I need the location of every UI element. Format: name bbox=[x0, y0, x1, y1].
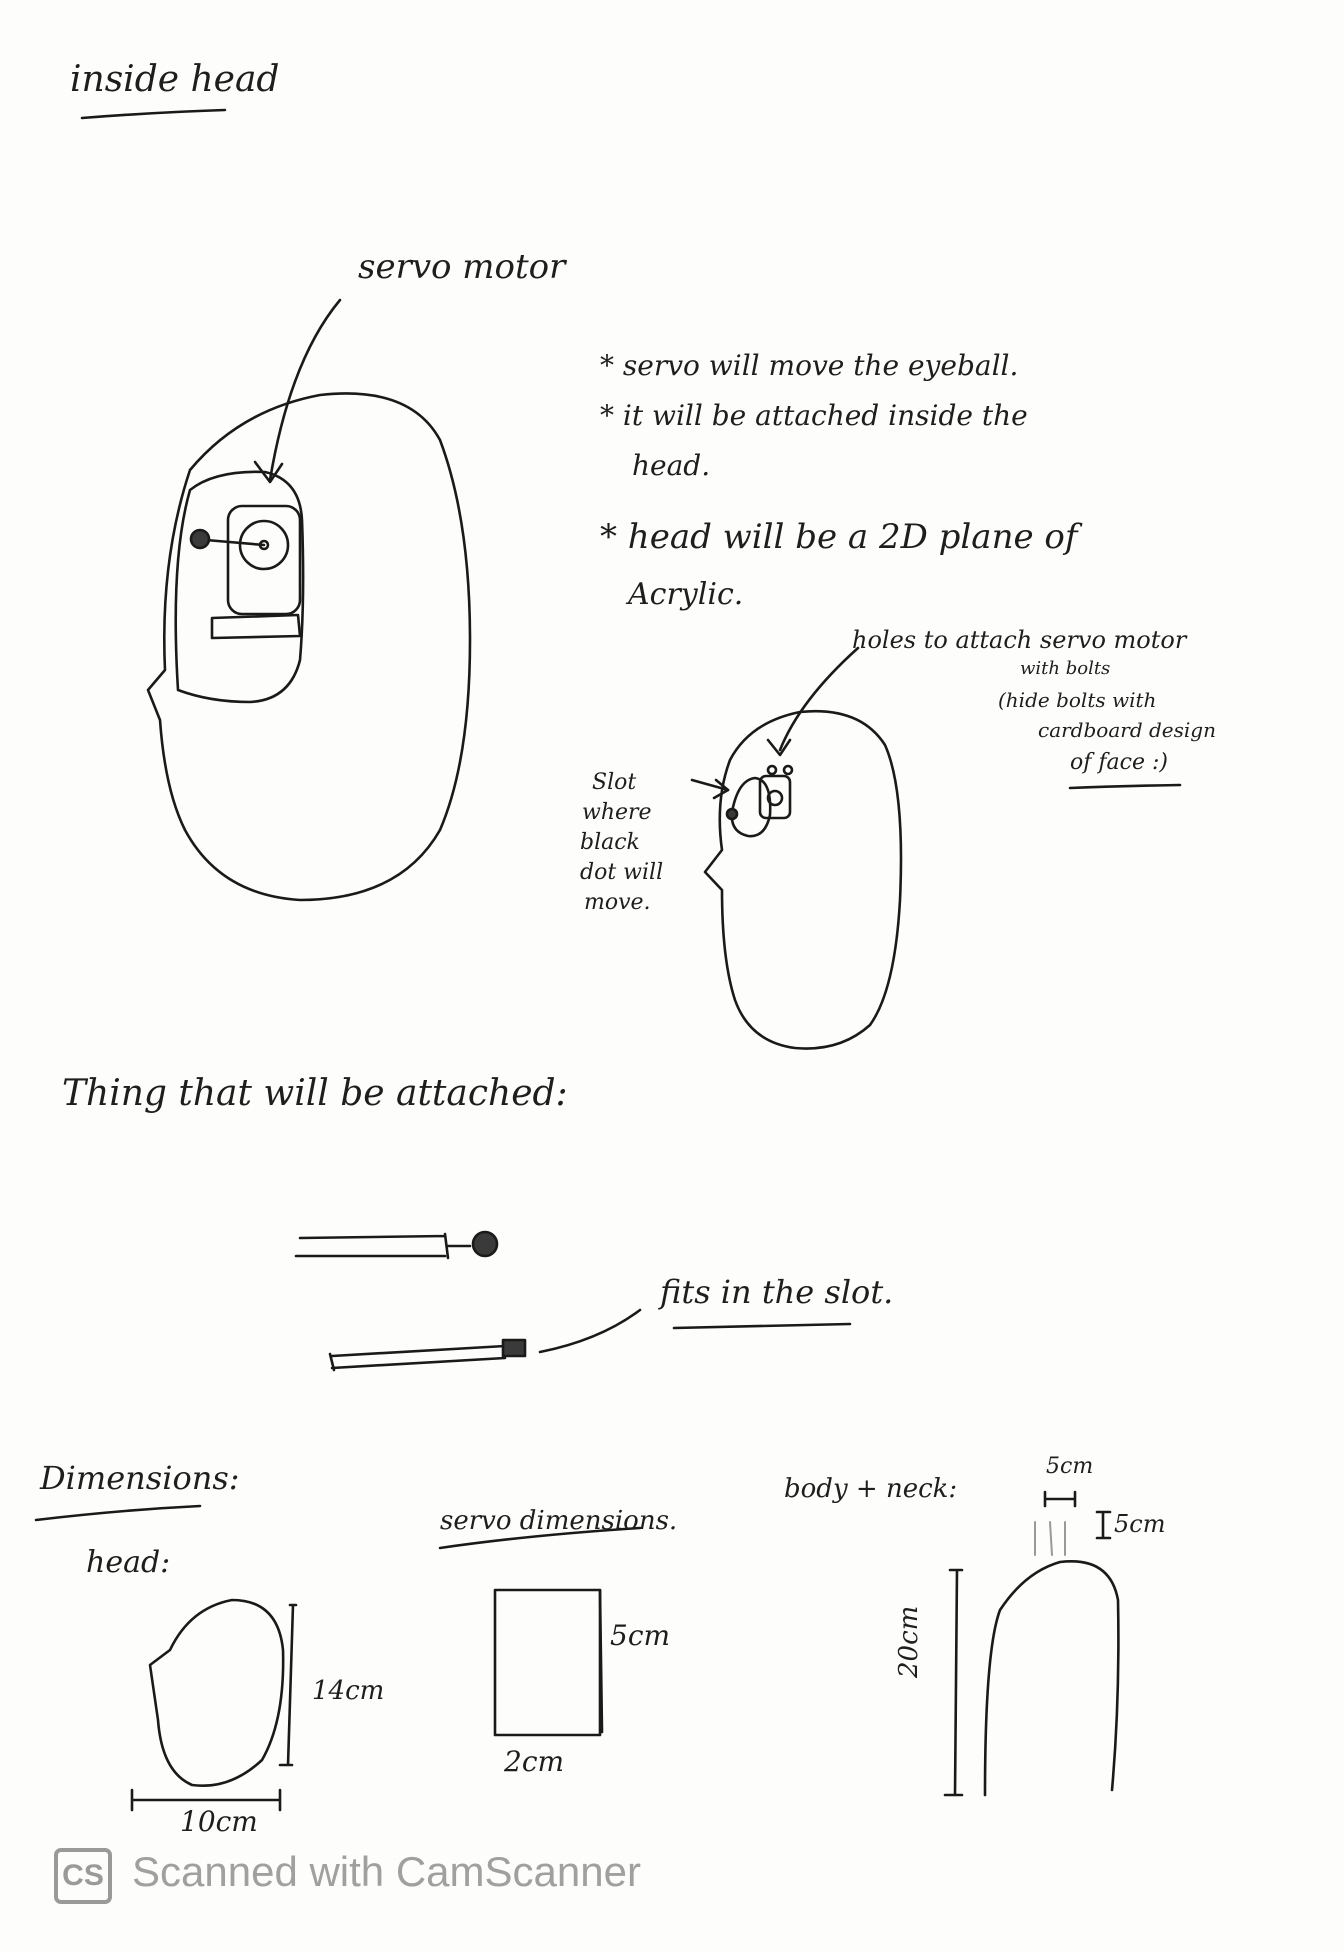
thing-attached-label: Thing that will be attached: bbox=[62, 1076, 568, 1112]
servo-dim-box bbox=[495, 1590, 600, 1735]
small-eyeball-dot bbox=[727, 809, 737, 819]
note-line-4: * head will be a 2D plane of bbox=[600, 520, 1077, 554]
servo-width-value: 2cm bbox=[504, 1748, 564, 1776]
neck-outline bbox=[1035, 1522, 1065, 1555]
head-dim-label: head: bbox=[86, 1548, 170, 1578]
holes-label-1: holes to attach servo motor bbox=[852, 628, 1186, 652]
servo-arm bbox=[206, 540, 264, 545]
rod-bottom-clip bbox=[503, 1340, 525, 1356]
neck-width-value: 5cm bbox=[1046, 1456, 1093, 1478]
page-title: inside head bbox=[70, 62, 279, 98]
camscanner-watermark-text: Scanned with CamScanner bbox=[132, 1848, 641, 1896]
slot-label-3: black bbox=[580, 832, 640, 854]
small-head-outline bbox=[705, 711, 901, 1048]
holes-label-4: cardboard design bbox=[1038, 720, 1216, 740]
body-outline bbox=[985, 1561, 1118, 1795]
slot-label-2: where bbox=[582, 802, 652, 824]
note-line-1: * servo will move the eyeball. bbox=[600, 352, 1018, 380]
camscanner-logo-icon: CS bbox=[54, 1848, 112, 1904]
fits-underline bbox=[674, 1324, 850, 1328]
dimensions-underline bbox=[36, 1506, 200, 1520]
note-line-5: Acrylic. bbox=[628, 580, 743, 610]
body-height-line bbox=[945, 1570, 962, 1795]
bolt-hole-2 bbox=[784, 766, 792, 774]
note-line-3: head. bbox=[632, 452, 710, 480]
rod-bottom bbox=[330, 1346, 505, 1370]
rod-bottom-pointer bbox=[540, 1310, 640, 1352]
neck-height-value: 5cm bbox=[1114, 1512, 1165, 1536]
servo-mount-base bbox=[212, 615, 300, 638]
neck-width-line bbox=[1045, 1492, 1075, 1506]
head-height-value: 14cm bbox=[312, 1678, 384, 1704]
holes-pointer bbox=[780, 648, 858, 750]
holes-arrowhead bbox=[768, 740, 790, 755]
slot-label-4: dot will bbox=[580, 862, 663, 884]
rod-top bbox=[296, 1234, 470, 1258]
body-height-value: 20cm bbox=[896, 1606, 922, 1678]
bolt-hole-1 bbox=[768, 766, 776, 774]
head-width-value: 10cm bbox=[180, 1808, 258, 1836]
body-neck-label: body + neck: bbox=[784, 1476, 957, 1502]
title-underline bbox=[82, 110, 225, 118]
servo-motor-label: servo motor bbox=[358, 250, 565, 284]
servo-height-value: 5cm bbox=[610, 1622, 670, 1650]
slot-label-1: Slot bbox=[592, 772, 636, 794]
holes-label-2: with bolts bbox=[1020, 660, 1110, 678]
large-head-outline bbox=[148, 393, 470, 900]
small-servo-slot bbox=[732, 778, 770, 836]
rod-top-knob bbox=[473, 1232, 497, 1256]
neck-height-line bbox=[1097, 1512, 1110, 1538]
dimensions-label: Dimensions: bbox=[40, 1462, 240, 1494]
face-underline bbox=[1070, 785, 1180, 788]
servo-label-arrow bbox=[270, 300, 340, 480]
note-line-2: * it will be attached inside the bbox=[600, 402, 1028, 430]
fits-slot-label: fits in the slot. bbox=[660, 1276, 893, 1308]
holes-label-3: (hide bolts with bbox=[998, 690, 1156, 710]
slot-label-5: move. bbox=[584, 892, 651, 914]
servo-dim-label: servo dimensions. bbox=[440, 1508, 677, 1534]
holes-label-5: of face :) bbox=[1070, 752, 1168, 774]
head-dim-outline bbox=[150, 1600, 283, 1786]
eyeball-black-dot bbox=[191, 530, 209, 548]
